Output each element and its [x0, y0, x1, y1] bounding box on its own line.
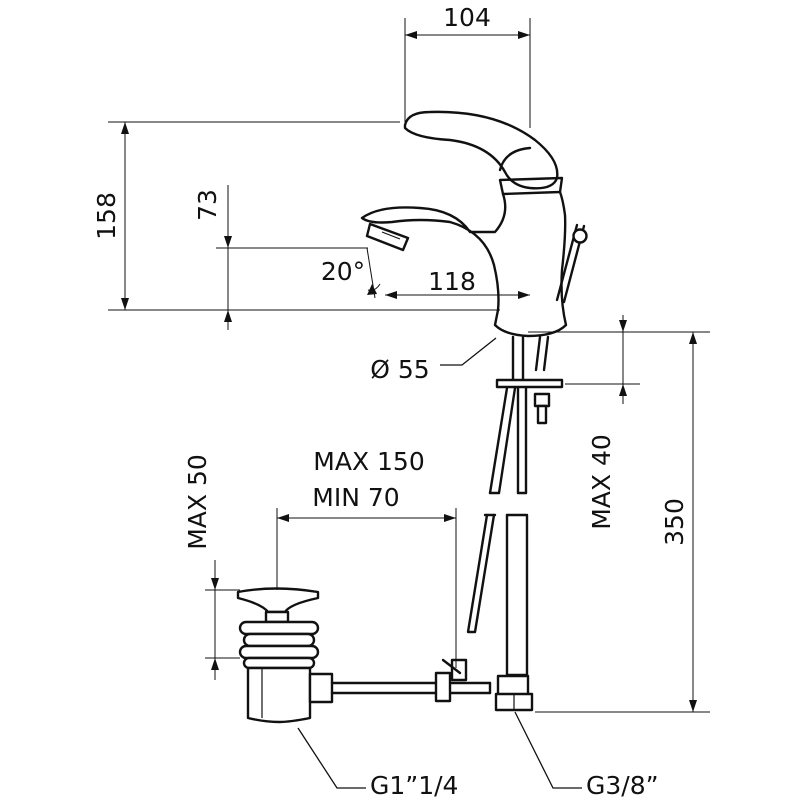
drain-assembly — [236, 587, 492, 724]
label-supply-thread: G3/8” — [586, 771, 659, 800]
label-spout-reach: 118 — [428, 267, 476, 296]
dimension-labels: 104 158 73 20° 118 Ø 55 MAX 150 MIN 70 M… — [92, 3, 689, 800]
label-drain-travel-max: MAX 150 — [313, 447, 424, 476]
label-top-width: 104 — [443, 3, 491, 32]
dimension-lines — [121, 31, 697, 712]
leader-lines — [297, 337, 582, 789]
label-deck-thickness-max: MAX 40 — [587, 434, 616, 530]
label-drain-thread: G1”1/4 — [370, 771, 458, 800]
faucet-body — [360, 110, 588, 338]
extension-lines — [108, 18, 710, 713]
label-base-diameter: Ø 55 — [370, 355, 429, 384]
label-hose-length: 350 — [660, 498, 689, 546]
supply-hoses — [466, 335, 564, 712]
label-drain-height-max: MAX 50 — [183, 454, 212, 550]
label-total-height: 158 — [92, 192, 121, 240]
label-spout-angle: 20° — [321, 257, 365, 286]
label-drain-travel-min: MIN 70 — [312, 483, 399, 512]
label-spout-height: 73 — [193, 189, 222, 221]
